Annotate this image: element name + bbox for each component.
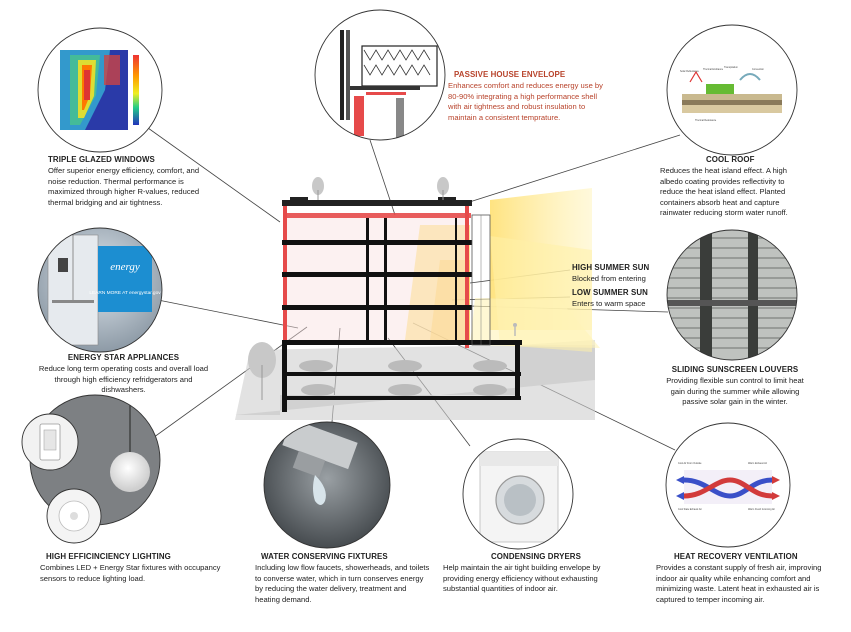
building-section: [235, 177, 600, 420]
energy-star-logo: energy: [110, 261, 140, 273]
caption-louvers: SLIDING SUNSCREEN LOUVERS Providing flex…: [660, 365, 810, 408]
caption-triple-glazed: TRIPLE GLAZED WINDOWS Offer superior ene…: [48, 155, 203, 208]
caption-title: ENERGY STAR APPLIANCES: [67, 353, 180, 362]
energy-star-link: LEARN MORE AT energystar.gov: [89, 290, 161, 296]
caption-title: LOW SUMMER SUN: [572, 288, 648, 297]
caption-desc: Reduce long term operating costs and ove…: [38, 364, 209, 395]
caption-title: COOL ROOF: [706, 155, 755, 164]
hrv-warm-fresh-label: Warm Fresh Incoming Air: [748, 508, 775, 511]
convection-label: Convection: [752, 68, 765, 71]
caption-desc: Enhances comfort and reduces energy use …: [448, 81, 603, 122]
caption-title: TRIPLE GLAZED WINDOWS: [48, 155, 155, 164]
hrv-warm-exhaust-label: Warm Exhaust Air: [748, 462, 767, 465]
thermal-resistance-label: Thermal Resistance: [695, 119, 717, 122]
cool-roof-diagram: Solar Reflectance Thermal Emittance Tran…: [666, 24, 798, 156]
transpiration-label: Transpiration: [724, 66, 739, 69]
caption-title: HEAT RECOVERY VENTILATION: [674, 552, 798, 561]
caption-title: HIGH EFFICINCIENCY LIGHTING: [46, 552, 171, 561]
water-fixture-photo: [263, 421, 391, 549]
caption-lighting: HIGH EFFICINCIENCY LIGHTING Combines LED…: [40, 552, 225, 584]
condensing-dryer-photo: [462, 438, 574, 550]
caption-desc: Blocked from entering: [572, 274, 646, 284]
caption-title: HIGH SUMMER SUN: [572, 263, 650, 272]
solar-reflectance-label: Solar Reflectance: [680, 70, 700, 73]
caption-desc: Offer superior energy efficiency, comfor…: [48, 166, 200, 207]
caption-title: SLIDING SUNSCREEN LOUVERS: [671, 365, 799, 374]
caption-desc: Enters to warm space: [572, 299, 646, 309]
caption-energy-star: ENERGY STAR APPLIANCES Reduce long term …: [36, 353, 211, 396]
caption-low-summer-sun: LOW SUMMER SUN Enters to warm space: [572, 288, 682, 310]
caption-water: WATER CONSERVING FIXTURES Including low …: [255, 552, 433, 605]
sunscreen-louvers-photo: [666, 229, 798, 361]
caption-title: CONDENSING DRYERS: [491, 552, 581, 561]
caption-desc: Reduces the heat island effect. A high a…: [660, 166, 788, 218]
triple-glazed-thermal-image: [37, 27, 163, 153]
caption-desc: Help maintain the air tight building env…: [443, 563, 601, 594]
hrv-diagram: Cool Air From Outside Warm Exhaust Air C…: [665, 422, 791, 548]
caption-high-summer-sun: HIGH SUMMER SUN Blocked from entering: [572, 263, 682, 285]
lighting-photo: [21, 394, 161, 544]
caption-title: WATER CONSERVING FIXTURES: [261, 552, 388, 561]
caption-desc: Including low flow faucets, showerheads,…: [255, 563, 430, 604]
warm-air-arrow: [683, 477, 773, 499]
caption-hrv: HEAT RECOVERY VENTILATION Provides a con…: [656, 552, 839, 605]
caption-cool-roof: COOL ROOF Reduces the heat island effect…: [660, 155, 795, 218]
hrv-cool-air-label: Cool Air From Outside: [678, 462, 702, 465]
cool-air-arrow: [683, 477, 773, 499]
hrv-cool-stale-label: Cool Stale Exhaust Air: [678, 508, 702, 511]
caption-dryers: CONDENSING DRYERS Help maintain the air …: [443, 552, 628, 595]
energy-star-fridge-image: energy LEARN MORE AT energystar.gov: [37, 227, 163, 353]
caption-title: PASSIVE HOUSE ENVELOPE: [454, 70, 566, 79]
thermal-emittance-label: Thermal Emittance: [703, 68, 724, 71]
caption-desc: Provides a constant supply of fresh air,…: [656, 563, 822, 604]
passive-house-wall-detail: [314, 9, 446, 141]
caption-desc: Combines LED + Energy Star fixtures with…: [40, 563, 221, 583]
caption-desc: Providing flexible sun control to limit …: [666, 376, 804, 407]
caption-passive-house: PASSIVE HOUSE ENVELOPE Enhances comfort …: [448, 70, 603, 123]
